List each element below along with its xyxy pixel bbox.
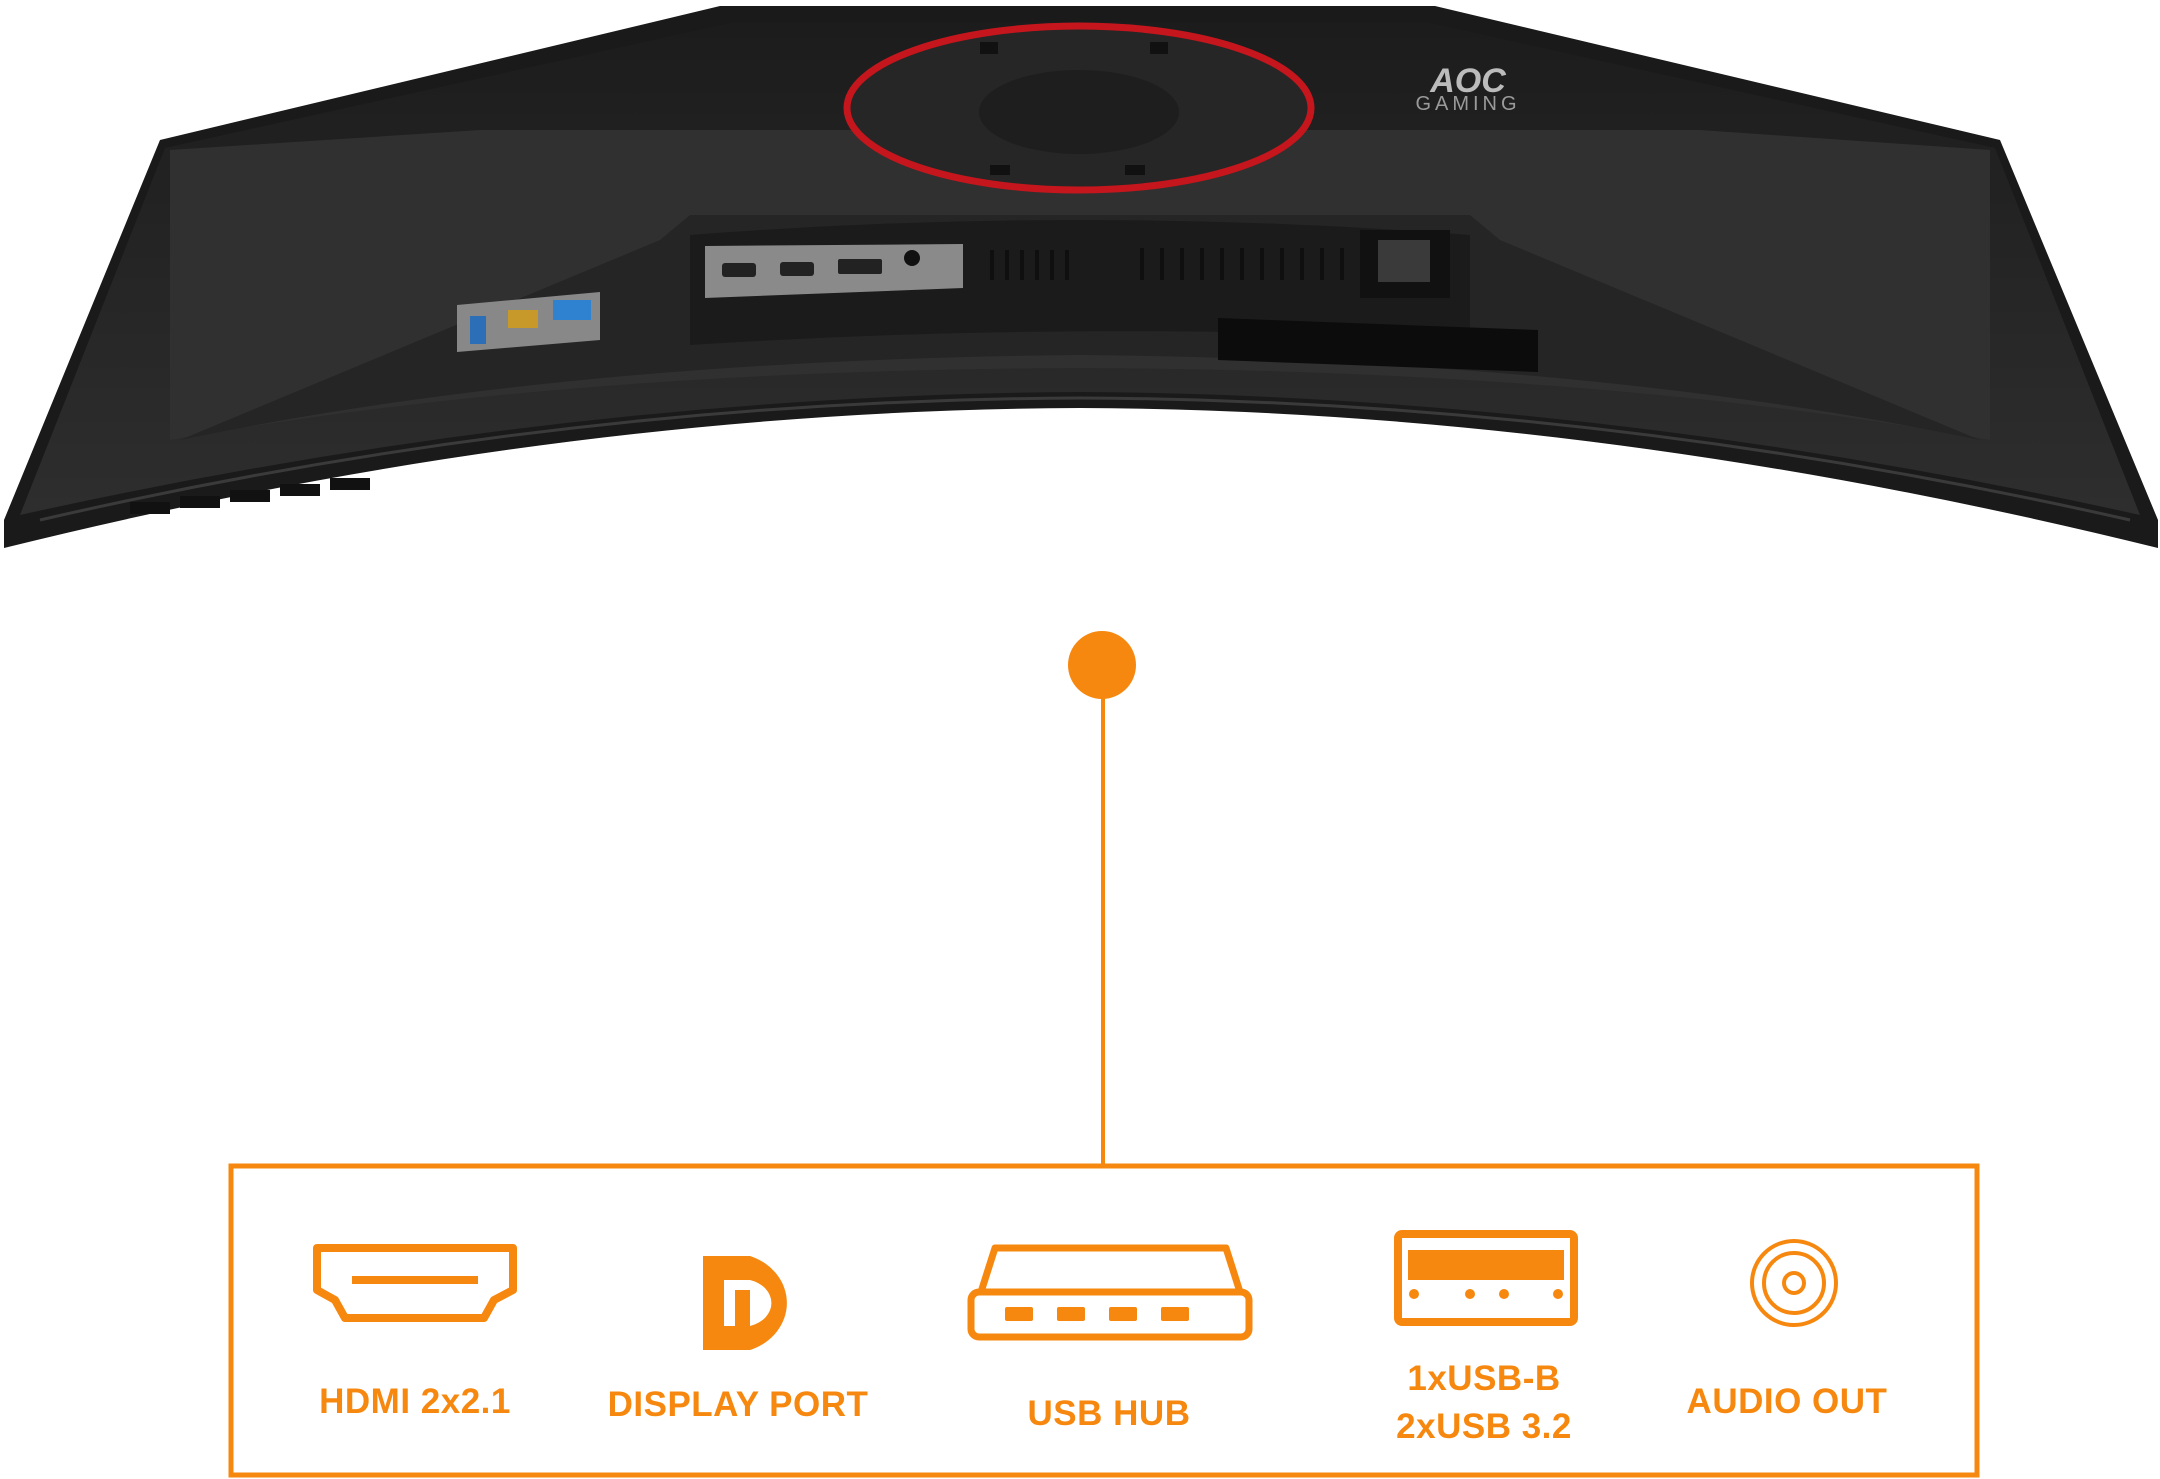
- svg-text:AOC: AOC: [1429, 62, 1506, 100]
- monitor-rear-image: AOC GAMING: [4, 6, 2158, 548]
- monitor-shell: [4, 6, 2158, 548]
- usb-hub-icon: [967, 1244, 1253, 1341]
- stand-mount: [843, 22, 1315, 194]
- aoc-gaming-logo: AOC GAMING: [1415, 62, 1520, 115]
- callout-dot: [1068, 631, 1136, 699]
- feature-label-displayport: DISPLAY PORT: [607, 1385, 869, 1424]
- feature-label-audio-out: AUDIO OUT: [1686, 1382, 1888, 1421]
- audio-out-icon: [1750, 1239, 1838, 1327]
- io-ports-panel: [457, 230, 1538, 372]
- control-buttons: [130, 478, 370, 514]
- feature-label-hdmi: HDMI 2x2.1: [319, 1382, 511, 1421]
- hdmi-icon: [313, 1244, 517, 1322]
- displayport-icon: [703, 1256, 787, 1350]
- vent-grille: [990, 248, 1344, 280]
- feature-label-usb-line1: 1xUSB-B: [1407, 1359, 1561, 1398]
- feature-label-usb-line2: 2xUSB 3.2: [1396, 1407, 1572, 1446]
- usb-port-icon: [1394, 1230, 1578, 1326]
- svg-text:GAMING: GAMING: [1415, 93, 1520, 115]
- feature-label-usb-hub: USB HUB: [1027, 1394, 1191, 1433]
